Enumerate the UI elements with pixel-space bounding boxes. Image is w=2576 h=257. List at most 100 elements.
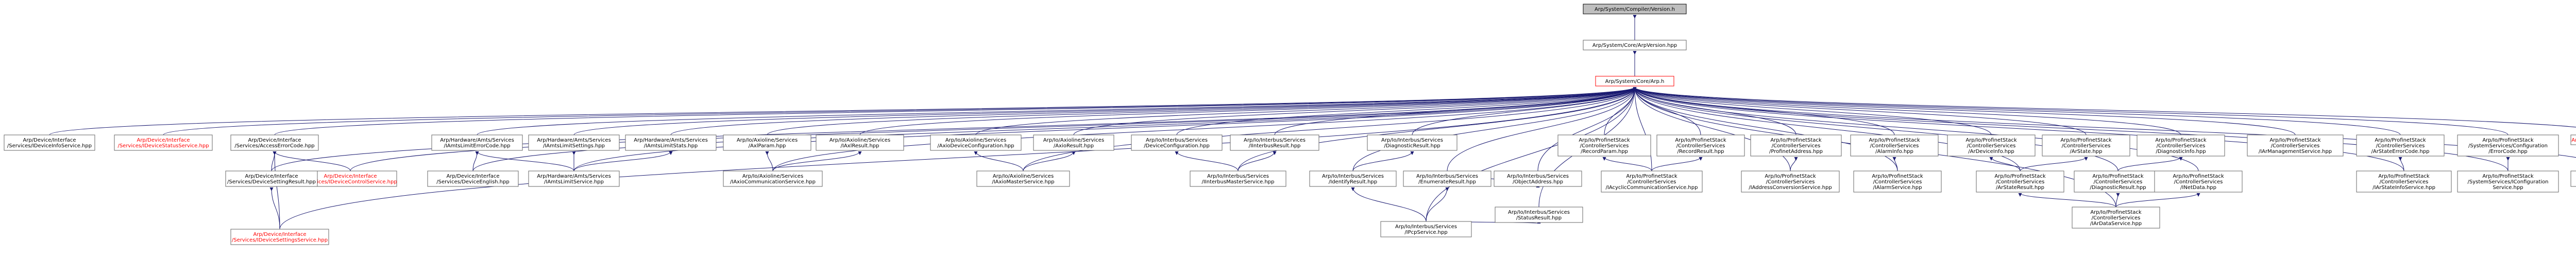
dependency-edge	[1633, 87, 2401, 135]
graph-node-label: Arp/Io/ProfinetStack	[2269, 138, 2321, 143]
dependency-edge	[273, 151, 351, 172]
graph-node-label: /Services/DeviceEnglish.hpp	[436, 179, 509, 185]
dependency-edge	[1426, 87, 1637, 222]
graph-node[interactable]: Arp/Io/ProfinetStack/ControllerServices/…	[2137, 134, 2225, 157]
dependency-edge	[475, 151, 574, 172]
dependency-edge	[1633, 87, 2576, 128]
dependency-edge	[2020, 157, 2088, 172]
graph-node[interactable]: Arp/Io/Axioline/Services/AxioDeviceConfi…	[930, 134, 1022, 151]
graph-node[interactable]: Arp/Device/Interface/Services/DeviceEngl…	[427, 170, 519, 187]
graph-node[interactable]: Arp/Io/Interbus/Services/IInterbusMaster…	[1190, 170, 1286, 187]
graph-node[interactable]: Arp/System/Core/Arp.h	[1595, 76, 1674, 87]
graph-node[interactable]: Arp/Io/Interbus/Services/IPcpService.hpp	[1380, 221, 1472, 237]
graph-node-box	[303, 170, 397, 187]
graph-node-box	[1557, 134, 1651, 157]
graph-node[interactable]: Arp/Hardware/Amts/Services/IAmtsLimitSta…	[625, 134, 717, 151]
graph-node[interactable]: Arp/Io/ProfinetStack/ControllerServices/…	[1750, 134, 1842, 157]
dependency-edge	[1351, 187, 1427, 222]
dependency-edge	[472, 87, 1637, 172]
graph-node-label: Arp/Io/Interbus/Services	[1508, 210, 1570, 215]
graph-node-box	[431, 134, 523, 151]
graph-node-label: Arp/Io/ProfinetStack	[2482, 174, 2534, 179]
graph-node[interactable]: Arp/Io/ProfinetStack/ControllerServices/…	[1947, 134, 2036, 157]
graph-node-label: /Services/DeviceSettingResult.hpp	[227, 179, 316, 185]
graph-node[interactable]: Arp/Io/Interbus/Services/ObjectAddress.h…	[1494, 170, 1582, 187]
graph-node-box	[723, 170, 823, 187]
graph-node-label: /ArState.hpp	[2070, 149, 2102, 155]
graph-node[interactable]: Arp/Io/Interbus/Services/DeviceConfigura…	[1131, 134, 1223, 151]
graph-node[interactable]: Arp/Io/ProfinetStack/ControllerServices/…	[1976, 170, 2064, 193]
graph-node-label: Arp/Io/ProfinetStack	[1765, 174, 1816, 179]
graph-node[interactable]: Arp/Device/Interface/Services/IDeviceInf…	[4, 134, 95, 151]
graph-node-label: Arp/Io/Axioline/Services	[945, 138, 1006, 143]
graph-node[interactable]: Arp/Io/ProfinetStack/ControllerServices/…	[1601, 170, 1703, 193]
dependency-edge	[772, 151, 862, 172]
dependency-edge	[279, 87, 1637, 230]
graph-node[interactable]: Arp/Io/Interbus/Services/DiagnosticResul…	[1367, 134, 1458, 151]
graph-node[interactable]: Arp/Plc/Commands/DataTypeEnum.hpp	[2570, 170, 2576, 187]
graph-node[interactable]: Arp/Plc/Commands/DataType.hpp	[2570, 134, 2576, 145]
graph-node-box	[2072, 207, 2160, 229]
graph-node[interactable]: Arp/Io/Axioline/Services/IAxioMasterServ…	[976, 170, 1070, 187]
dependency-edge	[2117, 157, 2183, 172]
graph-node[interactable]: Arp/Io/ProfinetStack/SystemServices/ICon…	[2457, 170, 2559, 193]
graph-node[interactable]: Arp/Io/Axioline/Services/IAxioCommunicat…	[723, 170, 823, 187]
graph-node[interactable]: Arp/Io/Interbus/Services/EnumerateResult…	[1403, 170, 1492, 187]
graph-node-label: /StatusResult.hpp	[1516, 215, 1562, 221]
graph-node-label: /DiagnosticResult.hpp	[2090, 185, 2146, 191]
graph-node[interactable]: Arp/Io/Axioline/Services/IAxlResult.hpp	[816, 134, 904, 151]
graph-node-box	[230, 229, 329, 245]
graph-node[interactable]: Arp/Hardware/Amts/Services/IAmtsLimitErr…	[431, 134, 523, 151]
dependency-edge	[2398, 157, 2404, 172]
graph-node[interactable]: Arp/Io/Axioline/Services/AxioResult.hpp	[1033, 134, 1114, 151]
graph-node[interactable]: Arp/Device/Interface/Services/IDeviceSta…	[114, 134, 213, 151]
graph-node[interactable]: Arp/Io/ProfinetStack/ControllerServices/…	[2072, 207, 2160, 229]
graph-node-label: /DeviceConfiguration.hpp	[1144, 143, 1210, 149]
dependency-edge	[573, 151, 673, 172]
graph-node[interactable]: Arp/Io/ProfinetStack/ControllerServices/…	[2154, 170, 2243, 193]
graph-node[interactable]: Arp/Io/Axioline/Services/AxlParam.hpp	[723, 134, 811, 151]
graph-node-label: /RecordParam.hpp	[1581, 149, 1628, 155]
graph-node[interactable]: Arp/Device/Interface/Services/IDeviceCon…	[303, 170, 397, 187]
graph-node[interactable]: Arp/Io/ProfinetStack/ControllerServices/…	[1557, 134, 1651, 157]
graph-node-label: /ArDeviceInfo.hpp	[1968, 149, 2014, 155]
dependency-edge	[670, 87, 1637, 135]
graph-node[interactable]: Arp/System/Core/ArpVersion.hpp	[1583, 40, 1687, 50]
graph-node-label: Arp/Io/ProfinetStack	[2155, 138, 2207, 143]
graph-node[interactable]: Arp/Hardware/Amts/Services/IAmtsLimitSer…	[528, 170, 620, 187]
graph-node-box	[528, 134, 620, 151]
graph-node[interactable]: Arp/Hardware/Amts/Services/IAmtsLimitSet…	[528, 134, 620, 151]
graph-node-label: /ProfinetAddress.hpp	[1769, 149, 1823, 155]
graph-node-label: /EnumerateResult.hpp	[1418, 179, 1476, 185]
graph-node-label: /IAxioCommunicationService.hpp	[730, 179, 816, 185]
graph-node[interactable]: Arp/Io/ProfinetStack/ControllerServices/…	[2042, 134, 2130, 157]
graph-node[interactable]: Arp/Io/ProfinetStack/ControllerServices/…	[1741, 170, 1840, 193]
graph-node[interactable]: Arp/Io/ProfinetStack/SystemServices/Conf…	[2457, 134, 2559, 157]
graph-node[interactable]: Arp/Device/Interface/Services/AccessErro…	[230, 134, 319, 151]
graph-node[interactable]: Arp/Io/ProfinetStack/ControllerServices/…	[1853, 170, 1942, 193]
graph-node[interactable]: Arp/Io/ProfinetStack/ControllerServices/…	[2074, 170, 2162, 193]
graph-node[interactable]: Arp/Io/Interbus/Services/IdentifyResult.…	[1309, 170, 1397, 187]
graph-node[interactable]: Arp/Io/Interbus/Services/StatusResult.hp…	[1495, 207, 1583, 223]
graph-node[interactable]: Arp/Device/Interface/Services/IDeviceSet…	[230, 229, 329, 245]
graph-node-label: /ObjectAddress.hpp	[1513, 179, 1563, 185]
dependency-edge	[1176, 87, 1637, 135]
dependency-edge	[1651, 157, 1703, 172]
graph-node-label: /ControllerServices	[1772, 143, 1821, 149]
dependency-edge	[1633, 87, 2296, 135]
graph-node[interactable]: Arp/Io/ProfinetStack/ControllerServices/…	[2356, 170, 2452, 193]
graph-node[interactable]: Arp/Io/ProfinetStack/ControllerServices/…	[1656, 134, 1745, 157]
graph-node-box	[816, 134, 904, 151]
graph-node[interactable]: Arp/Device/Interface/Services/DeviceSett…	[225, 170, 318, 187]
graph-node-box	[114, 134, 213, 151]
dependency-edge	[573, 87, 1637, 172]
graph-node[interactable]: Arp/Io/ProfinetStack/ControllerServices/…	[2356, 134, 2445, 157]
graph-node[interactable]: Arp/Io/ProfinetStack/ControllerServices/…	[1850, 134, 1939, 157]
graph-node-box	[4, 134, 95, 151]
graph-node-label: /IAcyclicCommunicationService.hpp	[1606, 185, 1698, 191]
graph-node[interactable]: Arp/Io/ProfinetStack/ControllerServices/…	[2247, 134, 2344, 157]
graph-node-label: Arp/Device/Interface	[446, 174, 499, 179]
graph-node[interactable]: Arp/Io/Interbus/Services/IInterbusResult…	[1230, 134, 1319, 151]
graph-node-box	[2154, 170, 2243, 193]
graph-node-label: Arp/Device/Interface	[245, 174, 298, 179]
